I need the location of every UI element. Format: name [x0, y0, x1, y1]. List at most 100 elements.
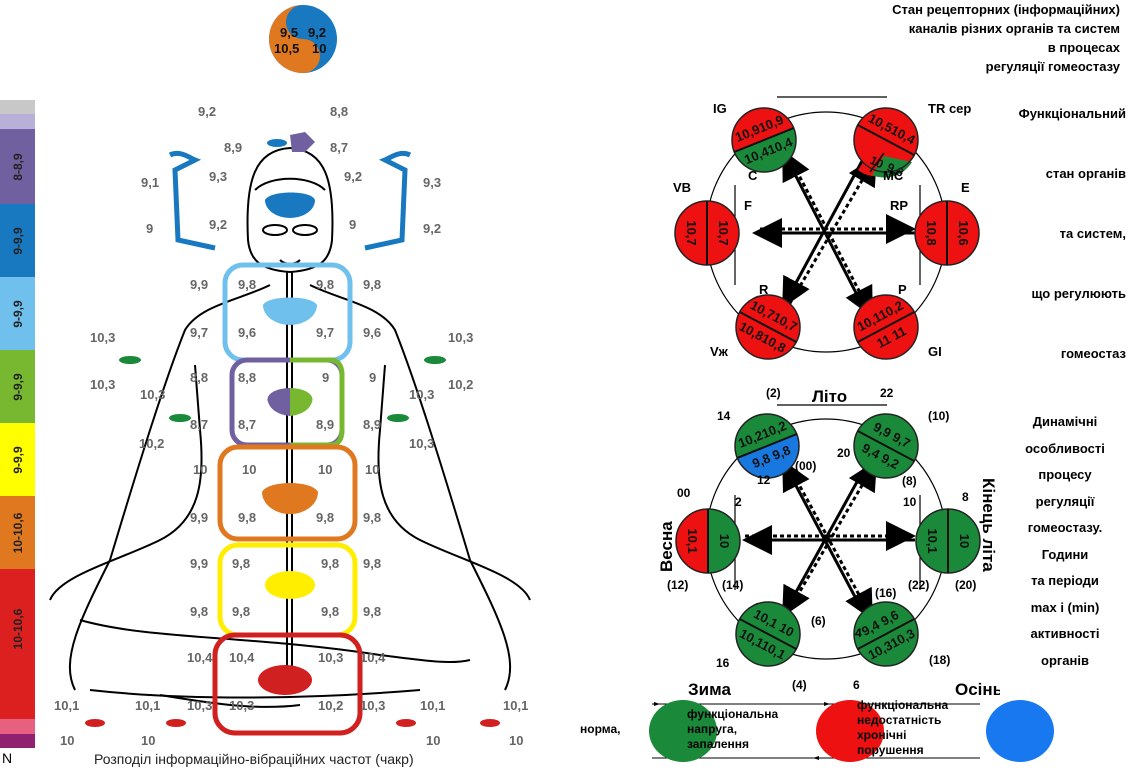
organ-label-P: P [898, 282, 907, 297]
hour-label: (2) [766, 386, 781, 400]
node-R-V: 10,710,710,810,8 [735, 294, 801, 360]
svg-text:10: 10 [868, 153, 886, 171]
legend-label-green: функціональна напруга, запалення [687, 707, 778, 752]
node-summer-right: 9,9 9,79,4 9,2 [853, 413, 919, 479]
node-half [854, 295, 915, 343]
value-foot: 10 [141, 733, 156, 748]
value-forearm: 10,2 [139, 436, 165, 451]
hour-label: 10 [903, 495, 917, 509]
node-half [857, 414, 918, 462]
hour-label: 16 [716, 656, 730, 670]
value-solar: 10 [365, 462, 380, 477]
heart-chakra-right-half [290, 388, 313, 416]
root-chakra [258, 665, 312, 695]
value-throat: 9,7 [190, 325, 209, 340]
value-sacral: 9,8 [232, 556, 251, 571]
value-sacral: 9,8 [190, 604, 209, 619]
node-value: 10,7 [684, 220, 699, 245]
value-throat: 9,6 [238, 325, 257, 340]
value-root-bottom: 10,1 [54, 698, 80, 713]
hour-label: (14) [722, 578, 743, 592]
scale-segment-label: 9-9,9 [10, 299, 25, 328]
hour-label: (22) [908, 578, 929, 592]
hour-label: 8 [962, 490, 969, 504]
season-autumn: Осінь [955, 680, 1000, 699]
value-brow-outer: 9,3 [423, 175, 442, 190]
season-spring: Весна [657, 521, 676, 572]
node-IG-C: 10,910,910,410,4 [731, 107, 797, 173]
scale-segment [0, 114, 35, 129]
scale-segment-label: 10-10,6 [10, 608, 25, 650]
node-half [735, 414, 797, 458]
legend-text: недостатність [857, 713, 942, 727]
node-half [739, 602, 800, 650]
value-sacral: 9,8 [321, 604, 340, 619]
scale-segment [0, 734, 35, 748]
legend-text: функціональна [857, 698, 949, 712]
value-arm: 10,3 [90, 377, 116, 392]
hour-label: (00) [795, 459, 816, 473]
scale-segment-label: 10-10,6 [10, 512, 25, 553]
scale-segment: 9-9,9 [0, 204, 35, 277]
throat-chakra [263, 297, 317, 325]
node-P-GI: 10,110,211 11 [853, 294, 919, 360]
dashed-arrows [760, 154, 916, 318]
foot-points [85, 719, 500, 727]
node-half [736, 618, 797, 666]
side-text: max і (min) [1030, 599, 1100, 615]
legend-text: напруга, [687, 722, 738, 736]
body-caption: Розподіл інформаційно-вібраційних частот… [94, 751, 414, 767]
hour-label: 2 [735, 495, 742, 509]
value-solar: 9,8 [238, 510, 257, 525]
yin-yang-value: 9,5 [280, 25, 298, 40]
legend-swatch-green [649, 700, 717, 762]
value-heart: 9 [369, 370, 377, 385]
yin-yang-diagram: 9,5 9,2 10,5 10 [269, 5, 337, 73]
side-text: Динамічні [1032, 414, 1098, 429]
hour-label: (12) [667, 578, 688, 592]
hour-label: 14 [717, 409, 731, 423]
side-text: органів [1041, 652, 1089, 668]
node-half [732, 108, 794, 152]
side-text: стан органів [1045, 166, 1126, 181]
value-solar: 9,8 [316, 510, 335, 525]
value-solar: 9,8 [363, 510, 382, 525]
scale-segment-label: 9-9,9 [10, 445, 25, 474]
hour-label: (18) [929, 653, 950, 667]
hour-label: (4) [792, 678, 807, 692]
arm-points [119, 356, 446, 422]
node-half [854, 602, 915, 650]
scale-segment [0, 100, 35, 114]
title-line: Стан рецепторних (інформаційних) [892, 2, 1120, 17]
hour-label: 6 [853, 678, 860, 692]
value-arm: 10,2 [448, 377, 474, 392]
node-half [857, 311, 918, 360]
value-root-bottom: 10,3 [187, 698, 213, 713]
value-brow-inner: 9,3 [209, 169, 228, 184]
node-value: 10,1 [925, 528, 940, 553]
organ-label-R: R [759, 282, 769, 297]
side-text: регуляції [1035, 493, 1095, 509]
value-arm: 10,3 [90, 330, 116, 345]
value-solar: 10 [242, 462, 257, 477]
organ-label-VB: VB [673, 180, 691, 195]
organ-label-IG: IG [713, 101, 727, 116]
scale-segment-label: 9-9,9 [10, 372, 25, 401]
organ-label-RP: RP [890, 198, 908, 213]
organ-label-V: Vж [710, 344, 729, 359]
value-throat: 9,8 [363, 277, 382, 292]
node-half [857, 108, 918, 156]
value-throat: 9,6 [363, 325, 382, 340]
body-outline [49, 146, 531, 708]
value-brow-inner: 9 [349, 217, 357, 232]
dashed-arrows [745, 459, 916, 621]
organ-label-TR: TR сер [928, 101, 971, 116]
value-brow-outer: 9 [146, 221, 154, 236]
node-half [734, 128, 796, 172]
body-figure [49, 132, 531, 736]
value-foot: 10 [60, 733, 75, 748]
legend-text: функціональна [687, 707, 779, 721]
